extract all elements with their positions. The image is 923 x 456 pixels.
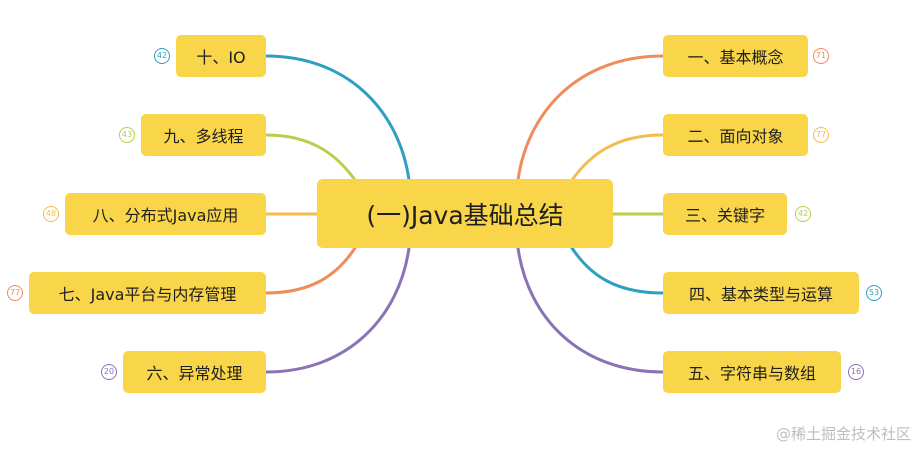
topic-strings-arrays[interactable]: 五、字符串与数组 (663, 351, 841, 393)
branch-connector (516, 246, 665, 374)
topic-java-platform-memory[interactable]: 七、Java平台与内存管理 (29, 272, 266, 314)
topic-basic-types-operations[interactable]: 四、基本类型与运算 (663, 272, 859, 314)
child-count-badge[interactable]: 48 (43, 206, 59, 222)
branch-connector (570, 133, 665, 182)
topic-exception-handling[interactable]: 六、异常处理 (123, 351, 266, 393)
site-watermark: @稀土掘金技术社区 (775, 425, 911, 443)
child-count-badge[interactable]: 16 (848, 364, 864, 380)
branch-connector (264, 246, 411, 374)
topic-io[interactable]: 十、IO (176, 35, 266, 77)
child-count-badge[interactable]: 77 (813, 127, 829, 143)
child-count-badge[interactable]: 77 (7, 285, 23, 301)
child-count-badge[interactable]: 43 (119, 127, 135, 143)
topic-distributed-java[interactable]: 八、分布式Java应用 (65, 193, 266, 235)
central-topic[interactable]: (一)Java基础总结 (317, 179, 613, 248)
child-count-badge[interactable]: 71 (813, 48, 829, 64)
branch-connector (570, 246, 665, 295)
branch-connector (264, 246, 357, 295)
child-count-badge[interactable]: 20 (101, 364, 117, 380)
topic-multithreading[interactable]: 九、多线程 (141, 114, 266, 156)
topic-keywords[interactable]: 三、关键字 (663, 193, 787, 235)
topic-basic-concepts[interactable]: 一、基本概念 (663, 35, 808, 77)
topic-object-oriented[interactable]: 二、面向对象 (663, 114, 808, 156)
branch-connector (264, 54, 411, 182)
branch-connector (516, 54, 665, 182)
branch-connector (264, 133, 357, 182)
child-count-badge[interactable]: 42 (795, 206, 811, 222)
child-count-badge[interactable]: 53 (866, 285, 882, 301)
child-count-badge[interactable]: 42 (154, 48, 170, 64)
